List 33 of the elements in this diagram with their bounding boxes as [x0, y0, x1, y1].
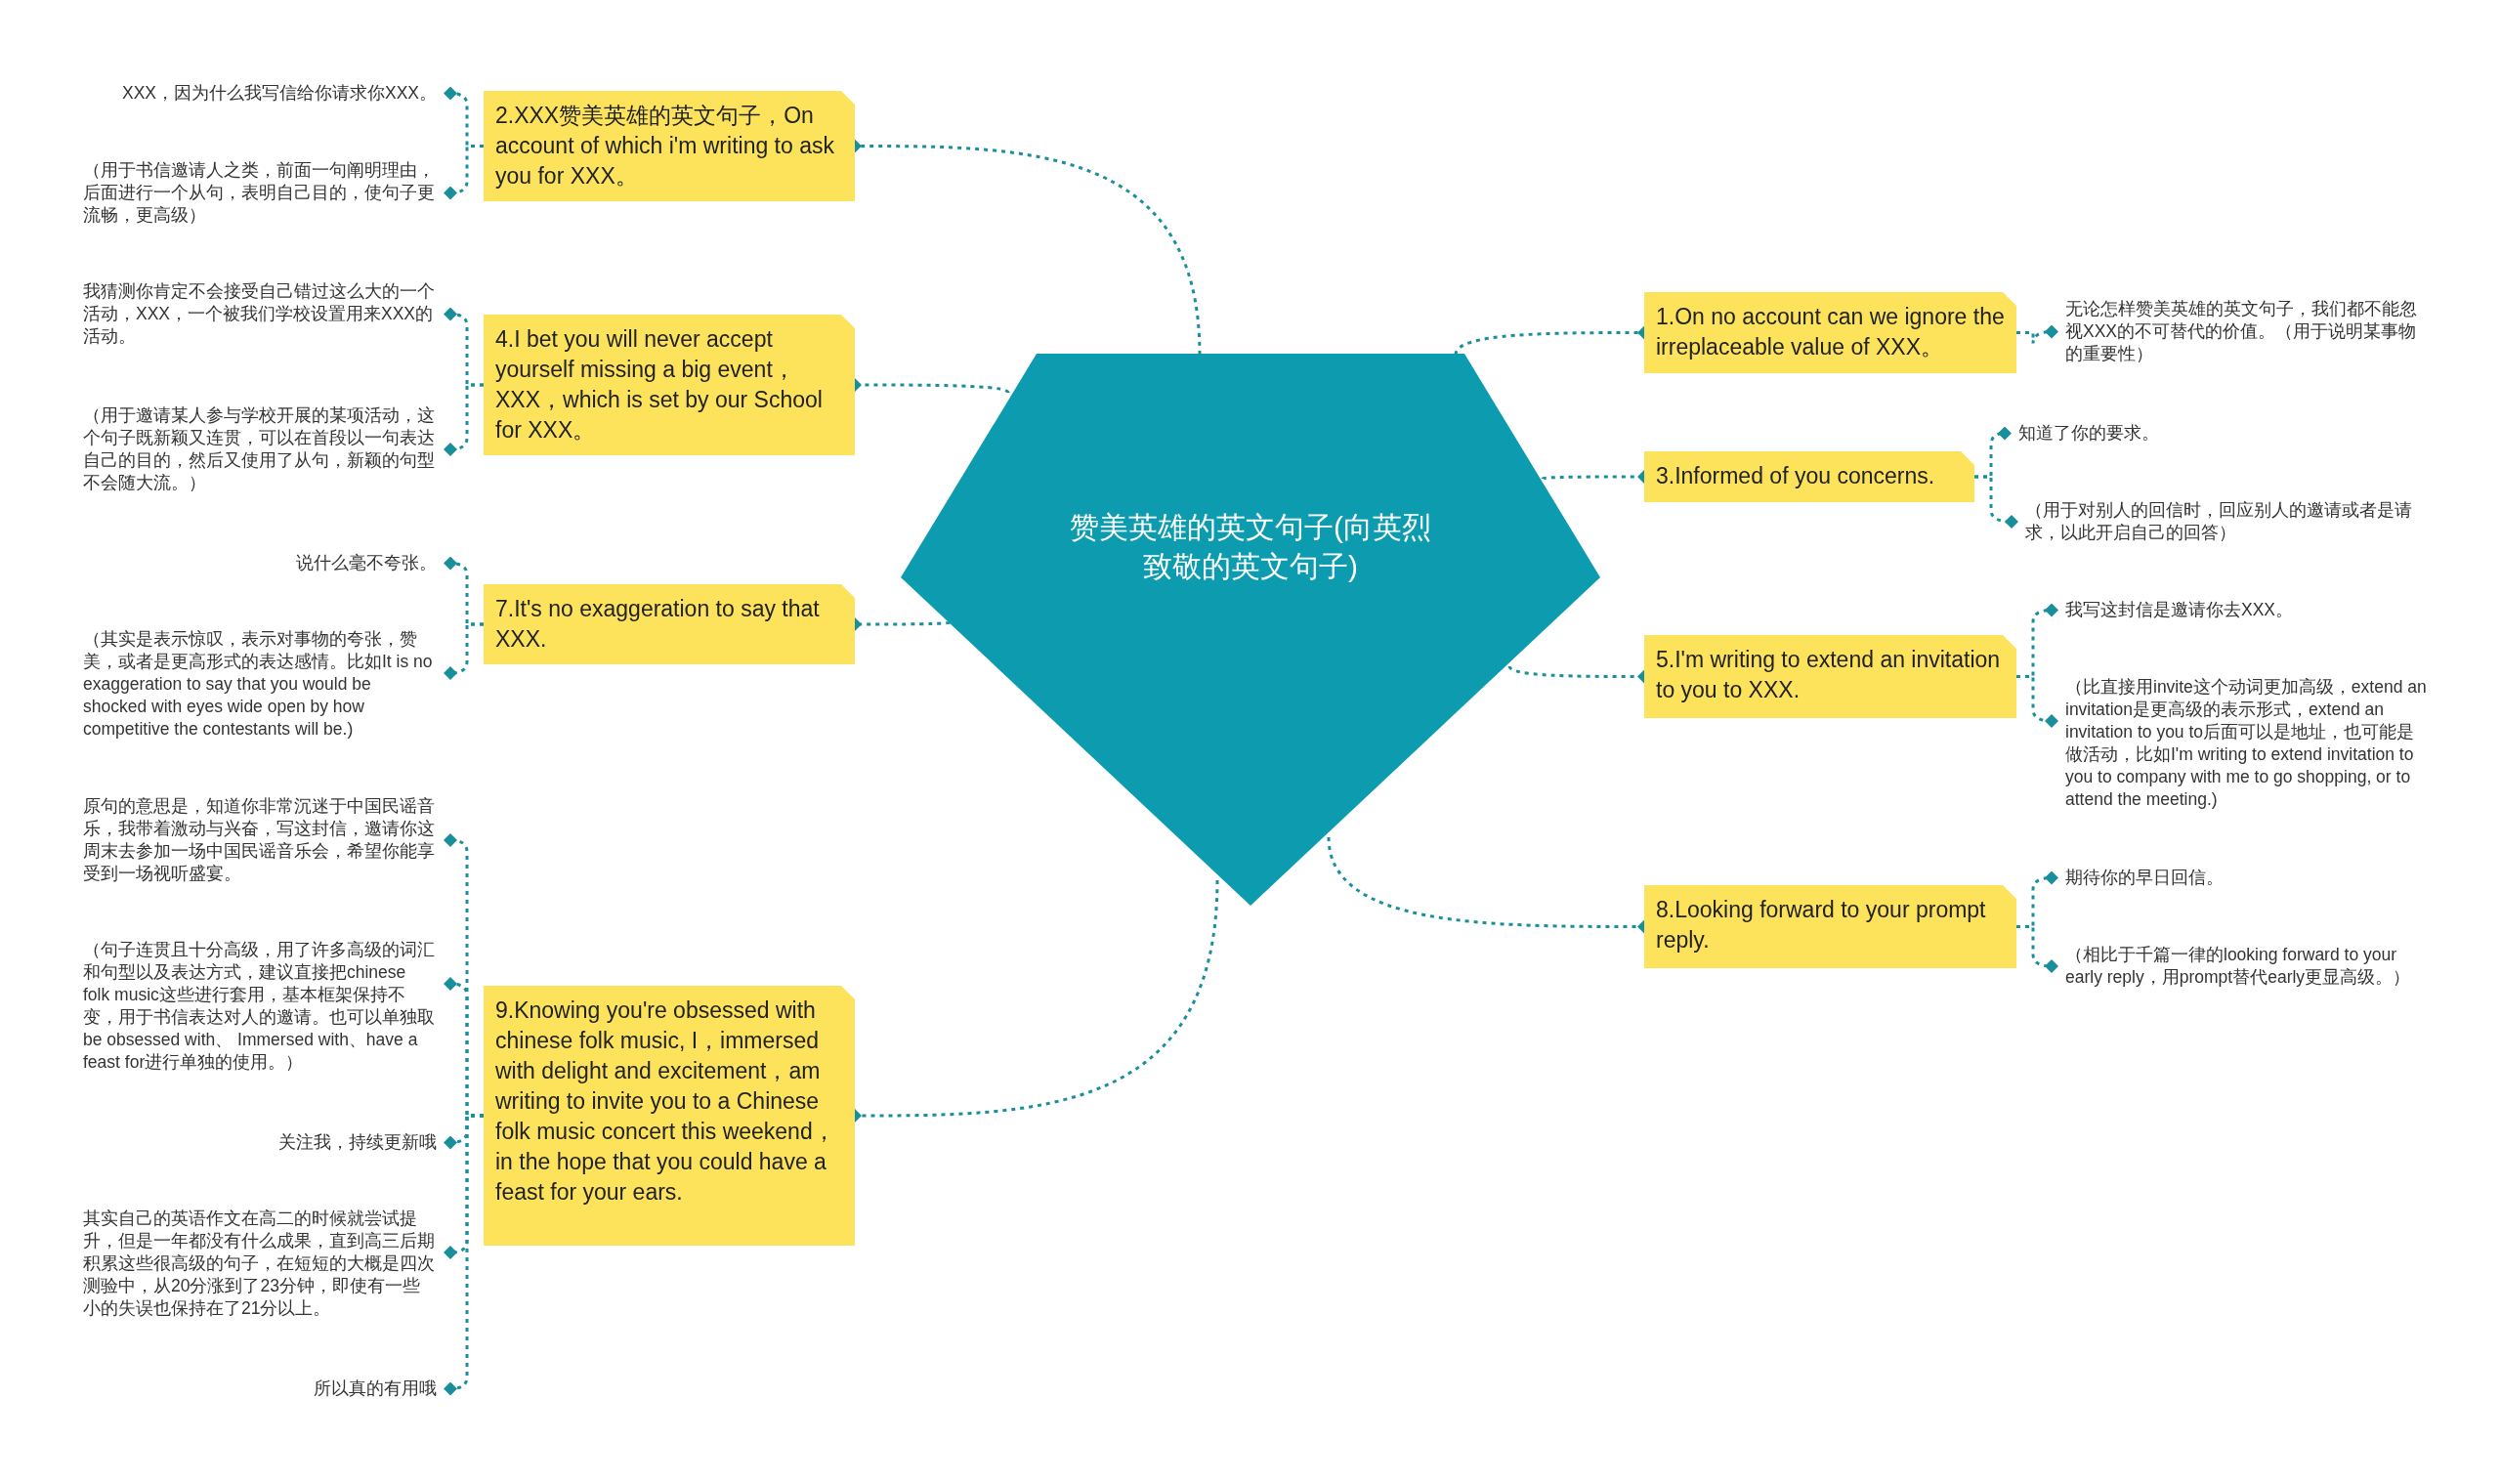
dotted-connector — [1974, 475, 2018, 529]
center-pentagon — [901, 354, 1600, 906]
note-text: 我猜测你肯定不会接受自己错过这么大的一个活动，XXX，一个被我们学校设置用来XXX的活动。 — [83, 280, 450, 348]
sentence-box: 4.I bet you will never accept yourself missing a big event，XXX，which is set by our School for XXX。 — [484, 315, 855, 455]
note-text: 无论怎样赞美英雄的英文句子，我们都不能忽视XXX的不可替代的价值。（用于说明某事物的重要性） — [2052, 298, 2427, 365]
note-text: 说什么毫不夸张。 — [83, 552, 450, 574]
sentence-box: 1.On no account can we ignore the irreplaceable value of XXX。 — [1644, 292, 2016, 373]
note-text: （用于邀请某人参与学校开展的某项活动，这个句子既新颖又连贯，可以在首段以一句表达自己的目的，然后又使用了从句，新颖的句型不会随大流。） — [83, 404, 450, 494]
note-text: 关注我，持续更新哦 — [83, 1131, 450, 1154]
note-text: 原句的意思是，知道你非常沉迷于中国民谣音乐，我带着激动与兴奋，写这封信，邀请你这周末去参加一场中国民谣音乐会，希望你能享受到一场视听盛宴。 — [83, 795, 450, 885]
note-text: （用于书信邀请人之类，前面一句阐明理由，后面进行一个从句，表明自己目的，使句子更流畅，更高级） — [83, 159, 450, 227]
dotted-connector — [444, 383, 484, 456]
dotted-connector — [444, 1114, 484, 1396]
note-text: 所以真的有用哦 — [83, 1378, 450, 1400]
sentence-box: 3.Informed of you concerns. — [1644, 451, 1974, 502]
note-text: （比直接用invite这个动词更加高级，extend an invitation是更高级的表示形式，extend an invitation to you to后面可以是地址，也可能是做活动，比如I'm writing to extend invitation to you to company with me to go shopping, or to attend the meeting.) — [2052, 676, 2427, 811]
note-text: XXX，因为什么我写信给你请求你XXX。 — [83, 82, 450, 105]
dotted-connector — [2016, 324, 2058, 345]
note-text: 我写这封信是邀请你去XXX。 — [2052, 599, 2427, 621]
sentence-box: 2.XXX赞美英雄的英文句子，On account of which i'm writing to ask you for XXX。 — [484, 91, 855, 201]
title-text: 赞美英雄的英文句子(向英烈致敬的英文句子) — [1069, 510, 1432, 584]
note-text: （句子连贯且十分高级，用了许多高级的词汇和句型以及表达方式，建议直接把chinese folk music这些进行套用，基本框架保持不变，用于书信表达对人的邀请。也可以单独取be obsessed with、 Immersed with、have a feast for进行单独的使用。） — [83, 939, 450, 1074]
note-text: 期待你的早日回信。 — [2052, 867, 2427, 889]
note-text: （相比于千篇一律的looking forward to your early reply，用prompt替代early更显高级。） — [2052, 944, 2427, 989]
note-text: （其实是表示惊叹，表示对事物的夸张，赞美，或者是更高形式的表达感情。比如It is no exaggeration to say that you would be shocked with eyes wide open by how competitive the contestants will be.) — [83, 628, 450, 741]
note-text: 知道了你的要求。 — [2005, 422, 2311, 445]
sentence-box: 9.Knowing you're obsessed with chinese folk music, I，immersed with delight and excitement，am writing to invite you to a Chinese folk music concert this weekend，in the hope that you could have a feast for your ears. — [484, 986, 855, 1246]
sentence-box: 8.Looking forward to your prompt reply. — [1644, 885, 2016, 968]
sentence-box: 5.I'm writing to extend an invitation to you to XXX. — [1644, 635, 2016, 718]
note-text: （用于对别人的回信时，回应别人的邀请或者是请求，以此开启自己的回答） — [2012, 499, 2416, 544]
dotted-connector — [444, 622, 484, 680]
sentence-box: 7.It's no exaggeration to say that XXX. — [484, 584, 855, 664]
note-text: 其实自己的英语作文在高二的时候就尝试提升，但是一年都没有什么成果，直到高三后期积累这些很高级的句子，在短短的大概是四次测验中，从20分涨到了23分钟，即使有一些小的失误也保持在了21分以上。 — [83, 1208, 450, 1320]
